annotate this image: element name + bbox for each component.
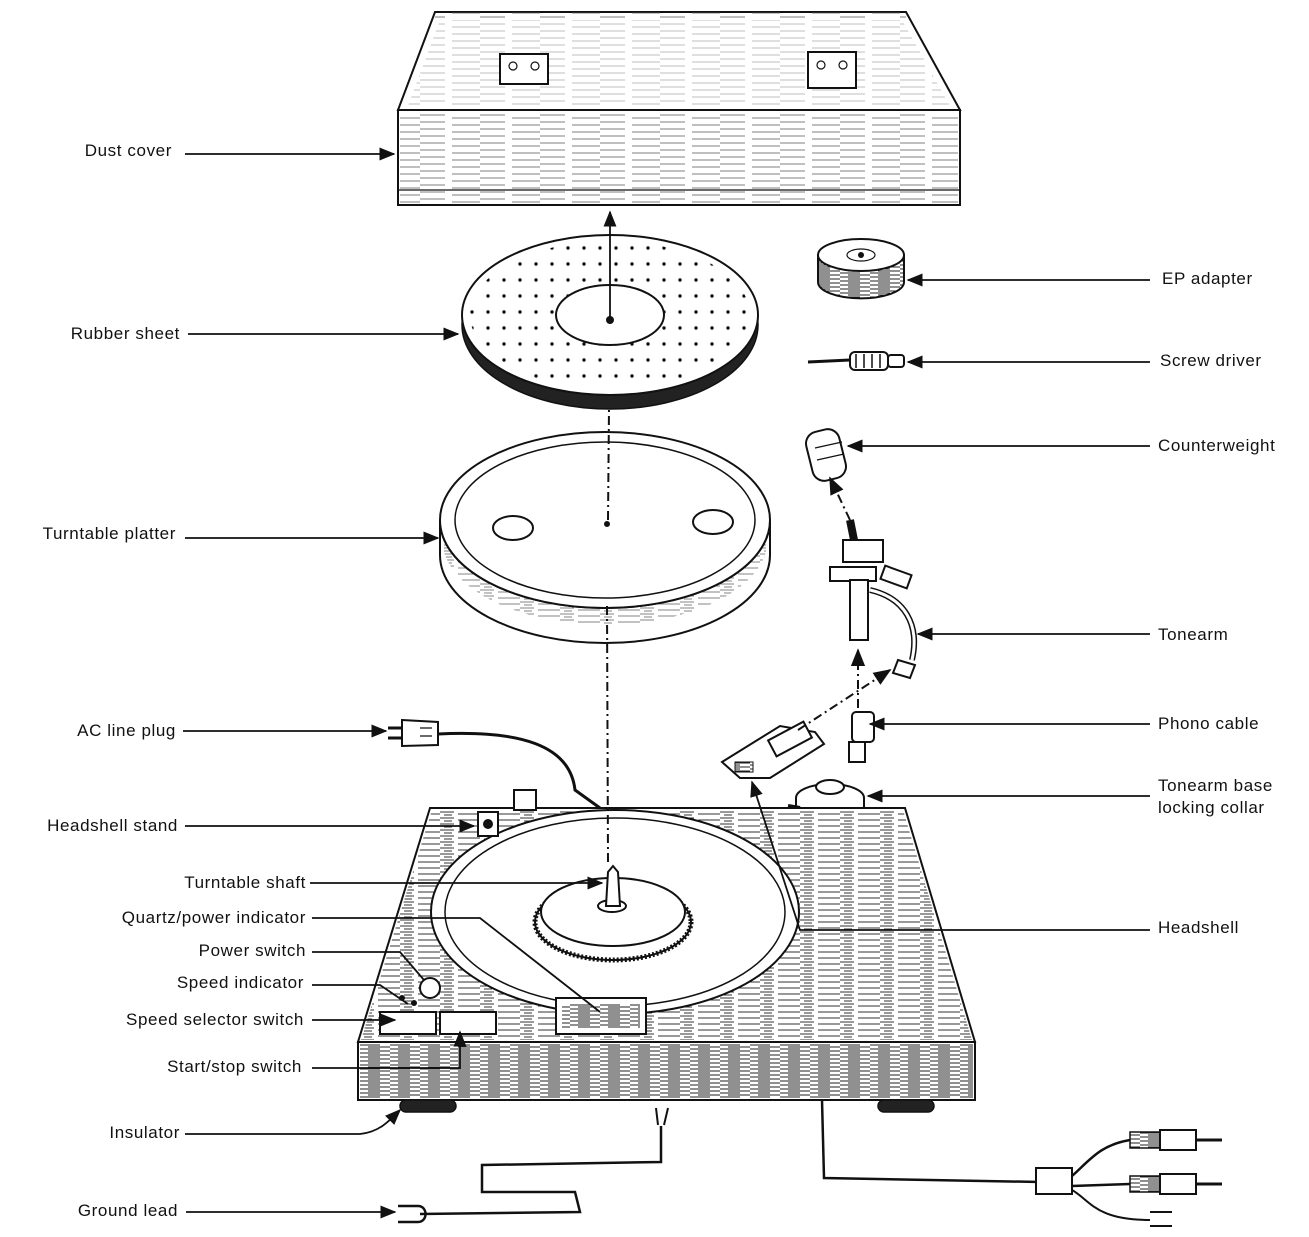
label-ground-lead: Ground lead (78, 1201, 178, 1220)
phono-cable-plug (848, 711, 875, 763)
labels-left: Dust cover Rubber sheet Turntable platte… (43, 141, 306, 1220)
label-ac-line-plug: AC line plug (77, 721, 176, 740)
leader-lines-right (750, 273, 1150, 931)
label-ep-adapter: EP adapter (1162, 269, 1253, 288)
dust-cover (396, 11, 962, 206)
labels-right: EP adapter Screw driver Counterweight To… (1158, 269, 1275, 937)
ep-adapter (817, 238, 905, 300)
insulator-feet (399, 1099, 935, 1113)
turntable-platter (439, 431, 771, 644)
ac-line-plug (388, 718, 601, 810)
label-quartz-power-indicator: Quartz/power indicator (122, 908, 306, 927)
headshell (720, 720, 826, 779)
phono-output-cable (820, 1099, 1222, 1227)
label-headshell-stand: Headshell stand (47, 816, 178, 835)
label-phono-cable: Phono cable (1158, 714, 1259, 733)
assembly-axis-lines (603, 210, 892, 863)
tonearm (829, 519, 918, 680)
label-turntable-platter: Turntable platter (43, 524, 176, 543)
label-power-switch: Power switch (199, 941, 306, 960)
ground-lead (398, 1107, 669, 1224)
turntable-base (356, 789, 977, 1101)
leader-lines-left (183, 147, 604, 1219)
label-rubber-sheet: Rubber sheet (71, 324, 180, 343)
label-start-stop-switch: Start/stop switch (167, 1057, 302, 1076)
label-headshell: Headshell (1158, 918, 1239, 937)
label-dust-cover: Dust cover (85, 141, 172, 160)
label-insulator: Insulator (109, 1123, 180, 1142)
label-speed-indicator: Speed indicator (177, 973, 304, 992)
label-tonearm-base-line1: Tonearm base (1158, 776, 1273, 795)
label-tonearm: Tonearm (1158, 625, 1228, 644)
label-screw-driver: Screw driver (1160, 351, 1262, 370)
label-turntable-shaft: Turntable shaft (184, 873, 306, 892)
label-speed-selector-switch: Speed selector switch (126, 1010, 304, 1029)
label-counterweight: Counterweight (1158, 436, 1275, 455)
counterweight (805, 428, 847, 482)
label-tonearm-base-line2: locking collar (1158, 798, 1265, 817)
screw-driver (807, 351, 905, 371)
